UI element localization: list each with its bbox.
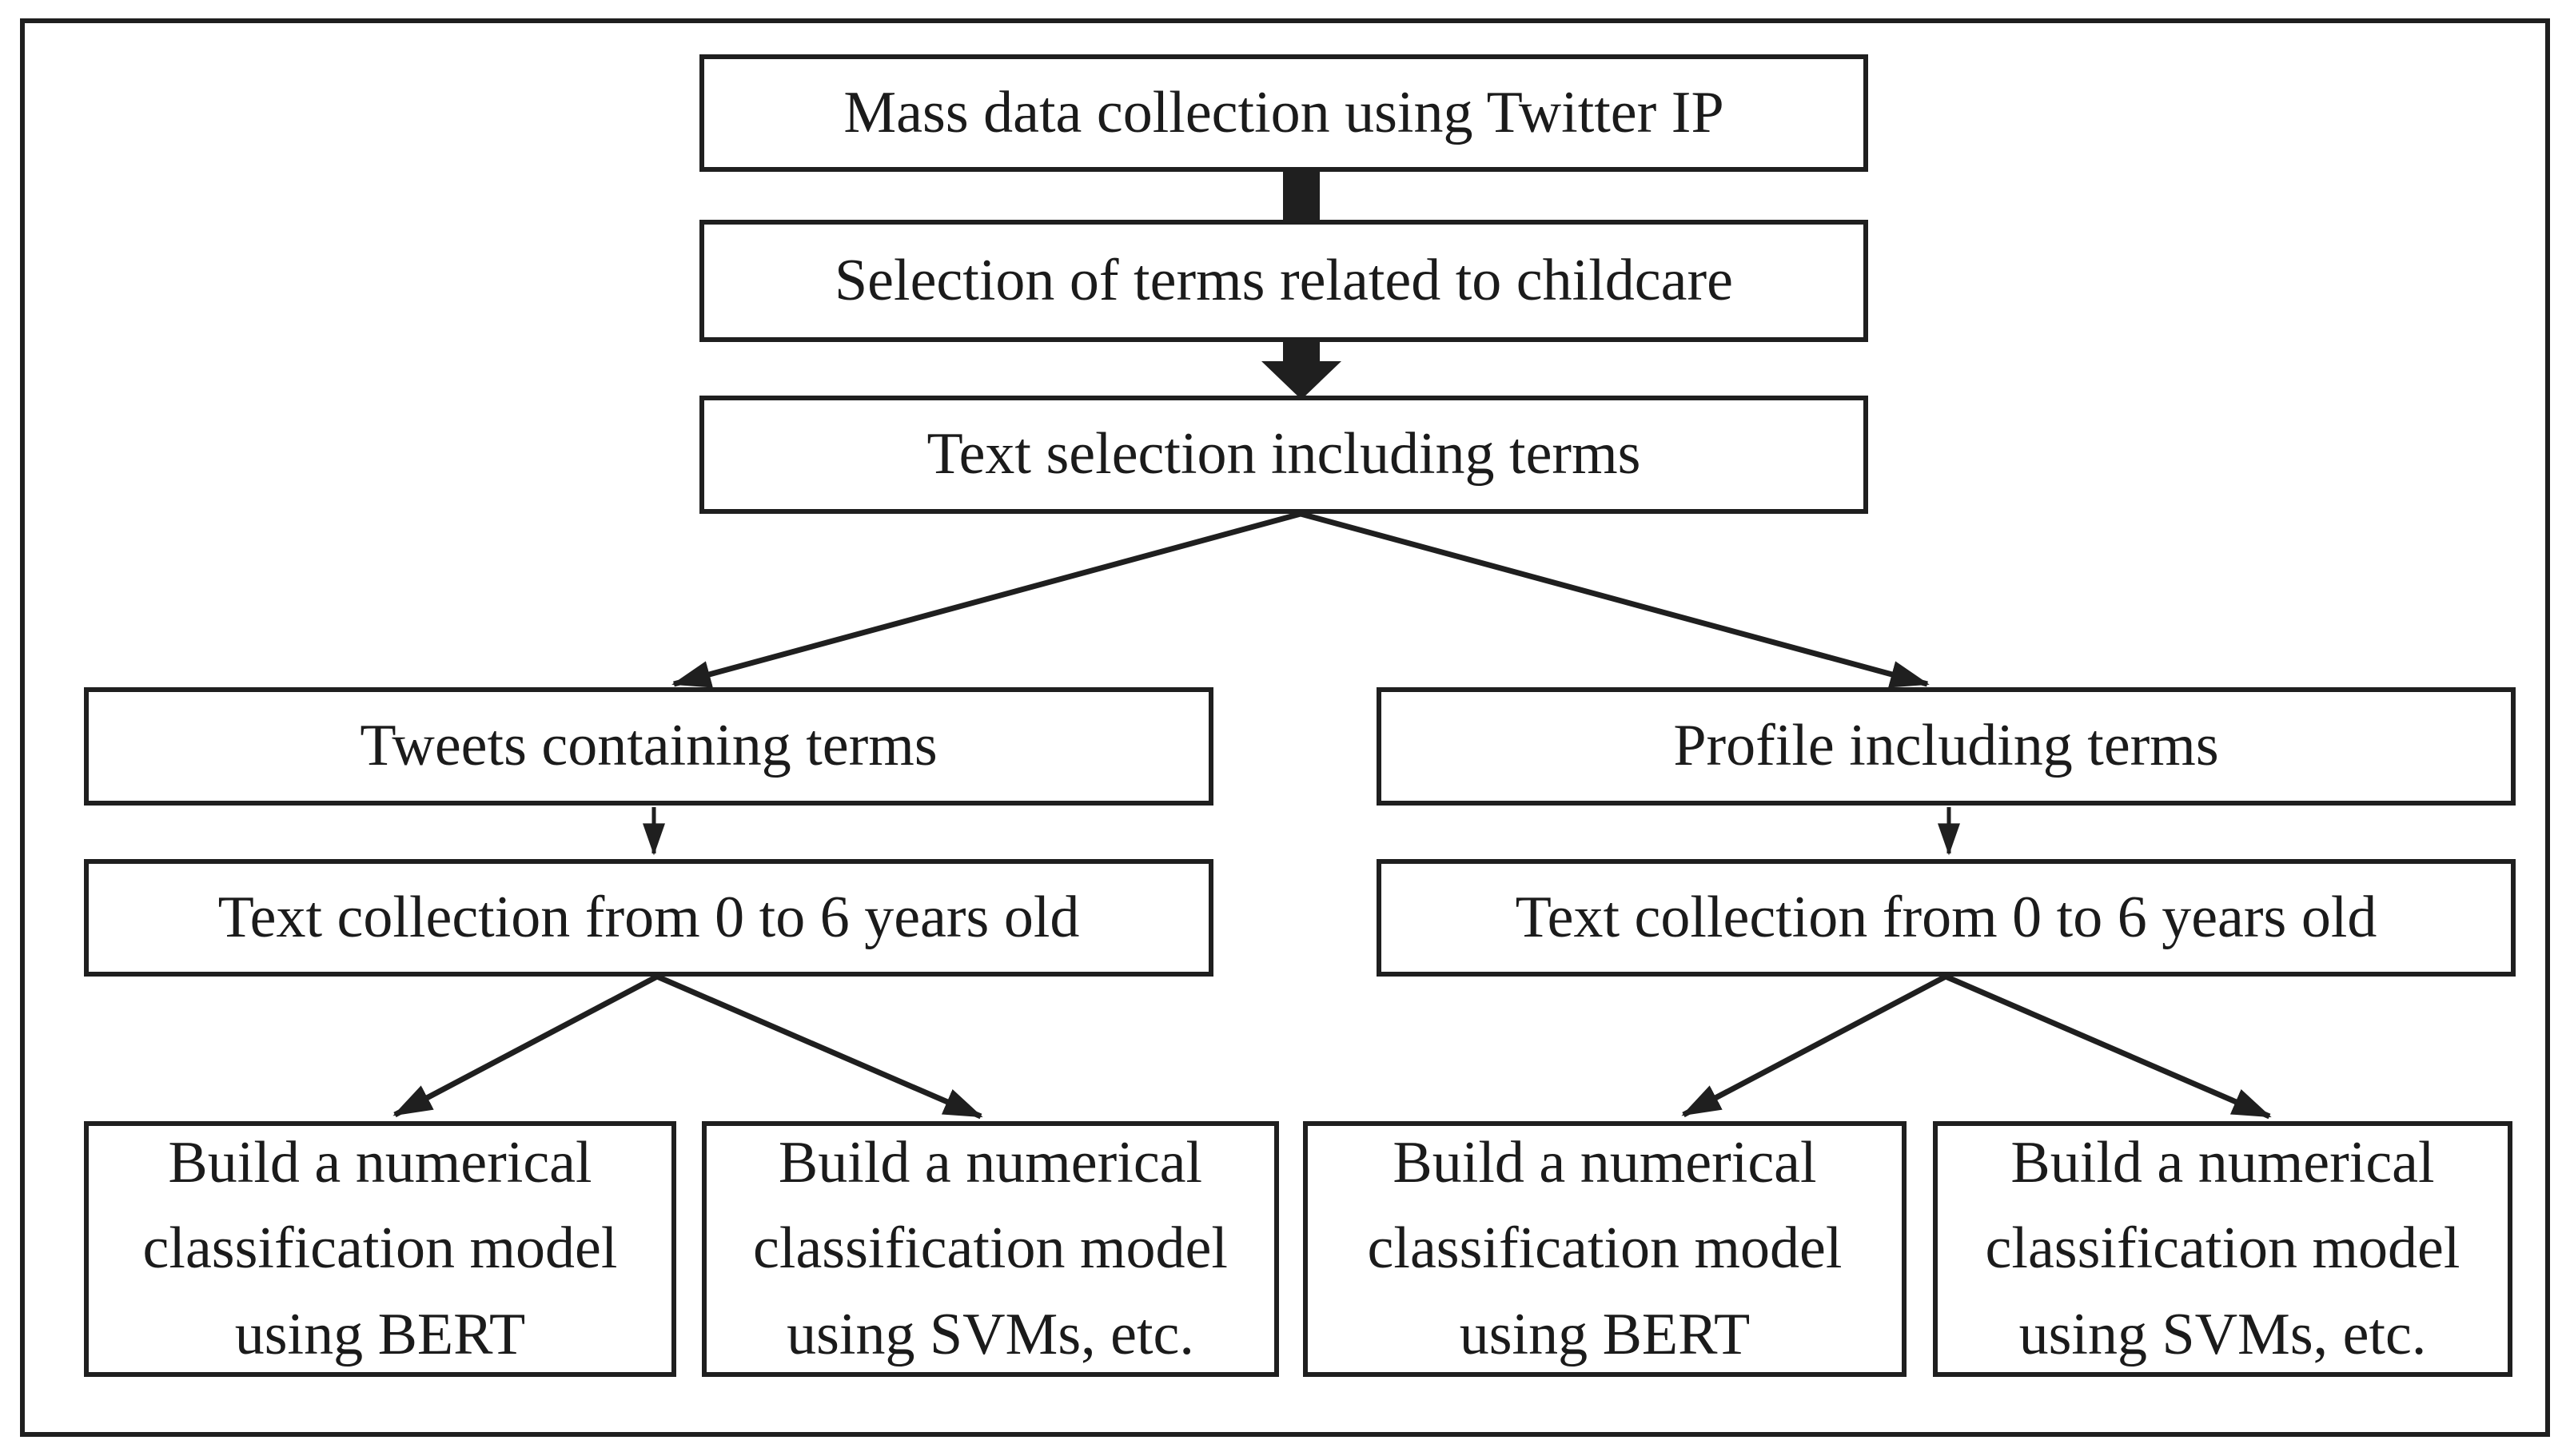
node-label: Build a numerical classification model u… bbox=[142, 1130, 618, 1367]
node-label: Build a numerical classification model u… bbox=[1985, 1130, 2460, 1367]
node-text-collection-right: Text collection from 0 to 6 years old bbox=[1377, 859, 2516, 977]
node-term-selection: Selection of terms related to childcare bbox=[699, 220, 1868, 342]
node-label: Build a numerical classification model u… bbox=[753, 1130, 1228, 1367]
node-profile-including-terms: Profile including terms bbox=[1377, 687, 2516, 806]
node-label: Selection of terms related to childcare bbox=[835, 247, 1733, 313]
node-mass-data-collection: Mass data collection using Twitter IP bbox=[699, 54, 1868, 172]
node-bert-model-right: Build a numerical classification model u… bbox=[1303, 1121, 1907, 1377]
node-text-selection: Text selection including terms bbox=[699, 396, 1868, 514]
node-text-collection-left: Text collection from 0 to 6 years old bbox=[84, 859, 1213, 977]
figure-border bbox=[20, 18, 2550, 1437]
node-svm-model-left: Build a numerical classification model u… bbox=[702, 1121, 1279, 1377]
node-label: Text collection from 0 to 6 years old bbox=[217, 884, 1080, 950]
node-label: Build a numerical classification model u… bbox=[1367, 1130, 1843, 1367]
node-label: Tweets containing terms bbox=[360, 713, 938, 779]
node-label: Text collection from 0 to 6 years old bbox=[1515, 884, 2377, 950]
node-bert-model-left: Build a numerical classification model u… bbox=[84, 1121, 676, 1377]
node-label: Text selection including terms bbox=[926, 421, 1641, 487]
node-label: Mass data collection using Twitter IP bbox=[843, 79, 1724, 145]
node-tweets-containing-terms: Tweets containing terms bbox=[84, 687, 1213, 806]
node-svm-model-right: Build a numerical classification model u… bbox=[1933, 1121, 2512, 1377]
node-label: Profile including terms bbox=[1673, 713, 2219, 779]
